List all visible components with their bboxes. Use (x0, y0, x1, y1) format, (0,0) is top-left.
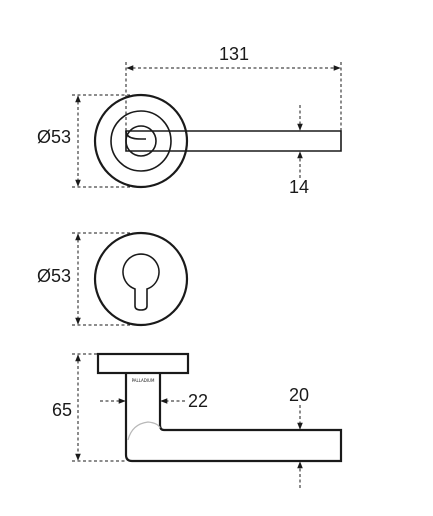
height-label: 65 (52, 400, 72, 420)
side-view: PALLADIUM 65 22 20 (52, 352, 343, 488)
width-dimension-label: 131 (219, 44, 249, 64)
brand-logo-text: PALLADIUM (132, 378, 155, 383)
lever-thickness-label: 20 (289, 385, 309, 405)
thickness-label: 14 (289, 177, 309, 197)
top-view: 131 Ø53 14 (37, 44, 342, 197)
rosette-view: Ø53 (37, 231, 189, 327)
rose-side-plate (96, 352, 190, 375)
rose-diameter-label: Ø53 (37, 266, 71, 286)
lever-inner-curve (125, 130, 146, 140)
lever-neck-shading (127, 421, 161, 441)
top-diameter-label: Ø53 (37, 127, 71, 147)
escutcheon-circle (93, 231, 189, 327)
rose-outer-circle (93, 93, 189, 189)
rose-mid-circle (110, 110, 172, 172)
lever-top-outline (125, 130, 342, 152)
neck-label: 22 (188, 391, 208, 411)
keyhole-profile-cylinder (122, 253, 160, 311)
